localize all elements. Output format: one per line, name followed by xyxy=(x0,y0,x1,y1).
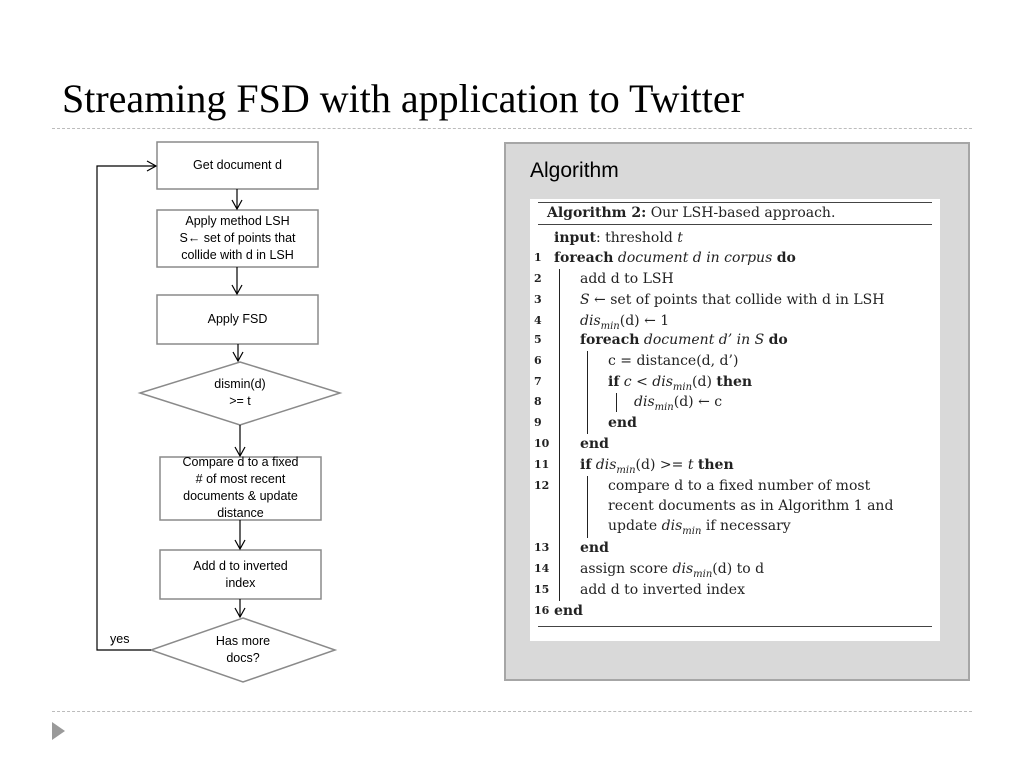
footer-divider xyxy=(52,711,972,712)
slide-title: Streaming FSD with application to Twitte… xyxy=(62,76,744,121)
flowchart xyxy=(96,141,343,683)
get-document-label: Get document d xyxy=(193,158,282,172)
compare-label: Compare d to a fixed # of most recent do… xyxy=(182,455,299,520)
apply-lsh-label: Apply method LSH S← set of points that c… xyxy=(179,214,296,262)
title-divider xyxy=(52,128,972,129)
algorithm-heading: Algorithm xyxy=(530,159,619,182)
more-docs-decision xyxy=(148,617,338,683)
arrow-loop-back xyxy=(96,160,158,651)
loop-yes-label: yes xyxy=(110,632,130,646)
indent-bar-if2 xyxy=(587,476,588,538)
apply-fsd-box xyxy=(156,294,319,345)
listing-bottom-rule xyxy=(538,626,932,627)
indent-bar-if-body xyxy=(616,393,617,412)
slide-bullet-icon xyxy=(52,722,65,740)
more-docs-label: Has more docs? xyxy=(215,634,271,665)
apply-fsd-label: Apply FSD xyxy=(207,312,268,326)
inverted-index-label: Add d to inverted index xyxy=(193,558,288,590)
get-document-box xyxy=(156,141,319,190)
algorithm-caption: Algorithm 2: Our LSH-based approach. xyxy=(547,205,836,221)
dismin-label: dismin(d) >= t xyxy=(214,377,266,408)
indent-bar-outer xyxy=(559,269,560,601)
listing-mid-rule xyxy=(538,224,932,225)
algorithm-listing: Algorithm 2: Our LSH-based approach. inp… xyxy=(530,199,940,641)
listing-top-rule xyxy=(538,202,932,203)
indent-bar-inner-loop xyxy=(587,351,588,434)
